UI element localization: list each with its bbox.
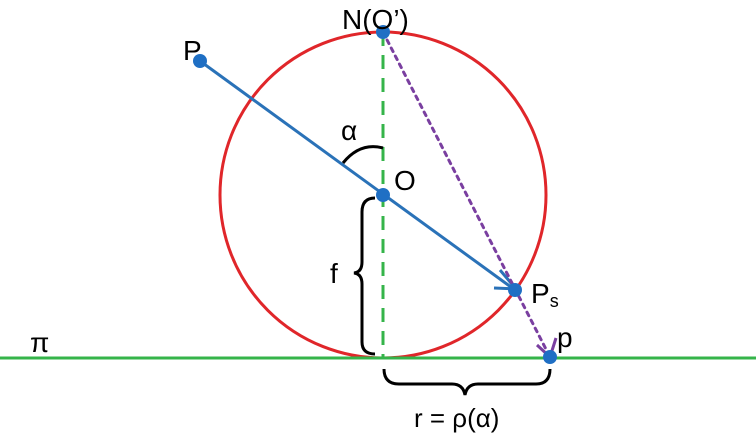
label-north: N(O’) (342, 4, 409, 35)
point-o-center (376, 188, 390, 202)
point-p-outer (193, 54, 207, 68)
point-ps (508, 283, 522, 297)
label-o-center: O (394, 165, 416, 196)
label-p-outer: P (183, 35, 202, 66)
label-alpha: α (341, 115, 357, 146)
f-bracket (353, 196, 376, 356)
point-p-plane (543, 350, 557, 364)
label-p-plane: p (557, 322, 573, 353)
label-radius-formula: r = ρ(α) (414, 403, 499, 433)
projection-line-dotted (381, 30, 552, 359)
alpha-angle-arc (341, 145, 384, 164)
label-f: f (330, 258, 338, 289)
label-ps-main: P (531, 278, 550, 309)
point-n (376, 25, 390, 39)
ray-p-to-ps (199, 59, 516, 292)
r-bracket (382, 368, 552, 396)
label-ps: Ps (531, 278, 559, 311)
label-pi: π (30, 327, 49, 358)
label-ps-subscript: s (550, 291, 559, 311)
